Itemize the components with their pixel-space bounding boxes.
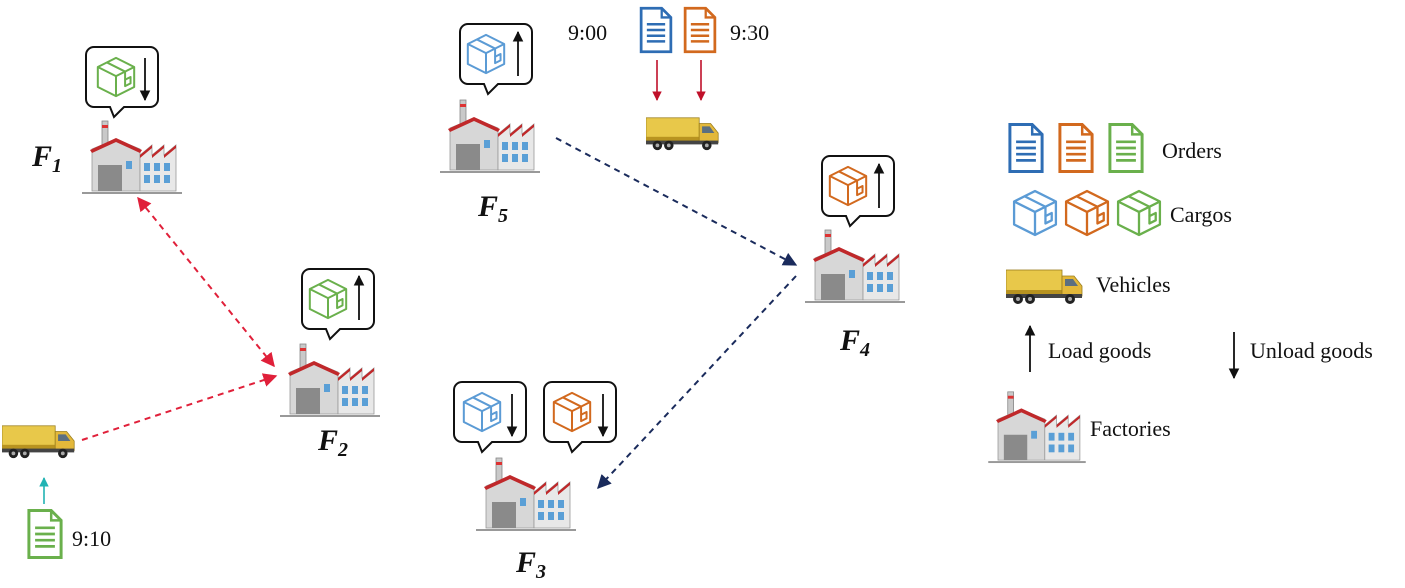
truck-icon — [646, 117, 719, 151]
factory-index: 2 — [337, 439, 348, 461]
factory-f5: F5 — [440, 23, 540, 227]
cargo-box-icon — [96, 56, 136, 98]
cargo-box-icon — [1012, 189, 1058, 237]
factory-icon — [82, 120, 182, 195]
svg-text:F3: F3 — [515, 546, 546, 583]
order-time-orange: 9:30 — [730, 20, 769, 45]
factory-label: F — [515, 546, 536, 579]
legend-unload-label: Unload goods — [1250, 338, 1373, 363]
truck-icon — [1006, 269, 1083, 305]
factory-icon — [988, 391, 1086, 464]
route-truck-to-f2 — [81, 373, 278, 441]
factory-icon — [280, 343, 380, 418]
route-f2-to-f1 — [137, 196, 275, 368]
factory-index: 4 — [859, 339, 870, 361]
cargo-box-icon — [462, 391, 502, 433]
order-document-icon — [1058, 122, 1094, 174]
legend-factories-label: Factories — [1090, 416, 1171, 441]
order-time-blue: 9:00 — [568, 20, 607, 45]
cargo-box-icon — [828, 165, 868, 207]
order-document-icon — [639, 6, 673, 54]
factory-label: F — [477, 190, 498, 223]
cargo-box-icon — [466, 33, 506, 75]
legend-vehicles-label: Vehicles — [1096, 272, 1171, 297]
factory-f2: F2 — [280, 268, 380, 461]
order-time-green: 9:10 — [72, 526, 111, 551]
order-document-icon — [1008, 122, 1044, 174]
legend-cargos-label: Cargos — [1170, 202, 1232, 227]
top-orders: 9:00 9:30 — [568, 6, 769, 151]
cargo-box-icon — [1116, 189, 1162, 237]
factory-index: 5 — [498, 205, 508, 227]
factory-f3: F3 — [453, 381, 617, 583]
factory-f4: F4 — [805, 155, 905, 361]
cargo-box-icon — [1064, 189, 1110, 237]
svg-text:F4: F4 — [839, 324, 870, 361]
start-truck: 9:10 — [2, 425, 111, 560]
factory-icon — [440, 99, 540, 174]
legend-load-label: Load goods — [1048, 338, 1151, 363]
factory-label: F — [317, 424, 338, 457]
factory-index: 3 — [535, 561, 546, 583]
cargo-box-icon — [552, 391, 592, 433]
factory-f1: F1 — [31, 46, 182, 195]
legend: Orders Cargos Vehicles Load goods Unload… — [988, 122, 1373, 464]
svg-text:F1: F1 — [31, 140, 62, 177]
order-document-icon — [1108, 122, 1144, 174]
factory-icon — [805, 229, 905, 304]
truck-icon — [2, 425, 75, 459]
factory-index: 1 — [52, 155, 62, 177]
route-f4-to-f3 — [597, 275, 797, 490]
factory-label: F — [31, 140, 52, 173]
order-document-icon — [27, 508, 63, 560]
factory-icon — [476, 457, 576, 532]
legend-orders-label: Orders — [1162, 138, 1222, 163]
order-document-icon — [683, 6, 717, 54]
factory-label: F — [839, 324, 860, 357]
svg-text:F5: F5 — [477, 190, 508, 227]
cargo-box-icon — [308, 278, 348, 320]
svg-text:F2: F2 — [317, 424, 348, 461]
route-f5-to-f4 — [555, 137, 798, 266]
